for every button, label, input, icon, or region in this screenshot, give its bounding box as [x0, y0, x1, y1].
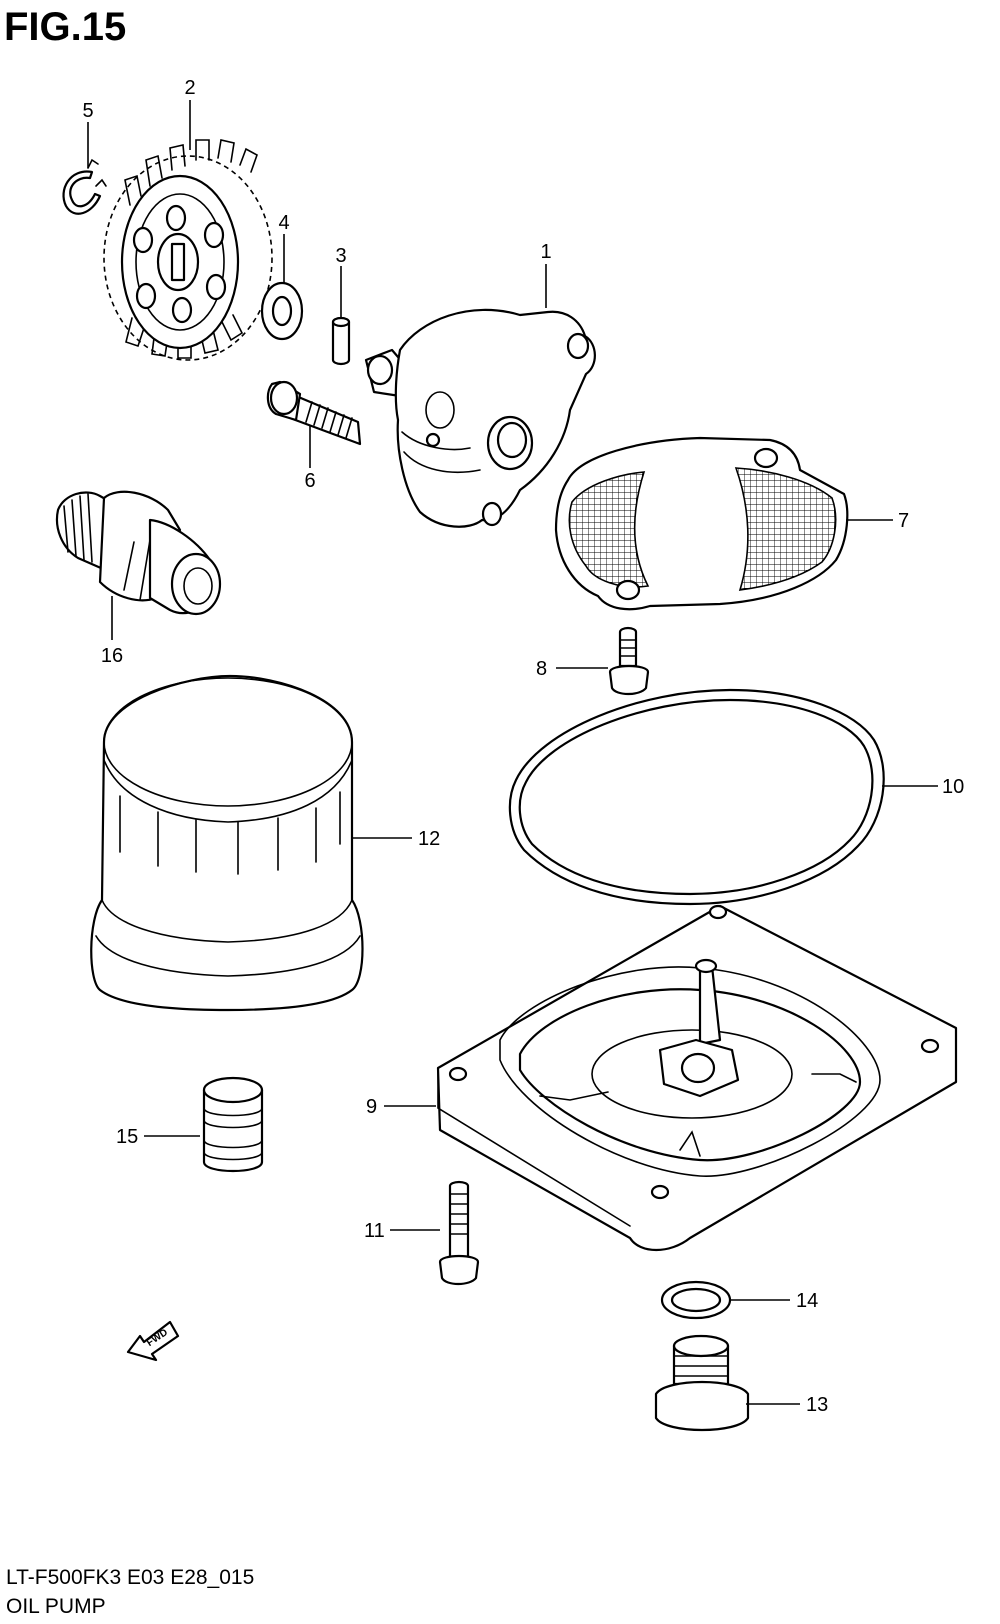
- callout-6: 6: [304, 470, 315, 492]
- part-circlip: [62, 158, 107, 215]
- fwd-arrow: FWD: [126, 1320, 180, 1362]
- callout-16: 16: [101, 645, 123, 667]
- part-drain-plug: [654, 1334, 750, 1432]
- part-bolt-oil-pan: [438, 1180, 480, 1286]
- part-washer: [260, 281, 304, 341]
- model-code: LT-F500FK3 E03 E28_015: [6, 1566, 254, 1589]
- callout-1: 1: [540, 241, 551, 263]
- callout-9: 9: [366, 1096, 377, 1118]
- part-bolt-strainer: [608, 626, 650, 696]
- callout-10: 10: [942, 776, 964, 798]
- callout-12: 12: [418, 828, 440, 850]
- part-oil-pressure-regulator: [55, 490, 222, 616]
- part-oil-pan: [436, 904, 958, 1251]
- callout-4: 4: [278, 212, 289, 234]
- part-drain-plug-gasket: [660, 1280, 732, 1320]
- callout-5: 5: [82, 100, 93, 122]
- callout-14: 14: [796, 1290, 818, 1312]
- part-oil-filter: [90, 674, 364, 1012]
- callout-13: 13: [806, 1394, 828, 1416]
- callout-7: 7: [898, 510, 909, 532]
- part-bolt-pump: [266, 380, 362, 446]
- callout-11: 11: [364, 1220, 385, 1242]
- part-oil-pan-gasket: [508, 688, 885, 906]
- part-oil-jet: [202, 1076, 264, 1173]
- part-oil-pump-assembly: [364, 308, 596, 528]
- figure-title: FIG.15: [4, 5, 126, 49]
- callout-labels: 1 2 3 4 5 6 7 8 9 10 11 12 13 14 15 16: [82, 77, 964, 1416]
- part-dowel-pin: [331, 316, 351, 366]
- callout-8: 8: [536, 658, 547, 680]
- callout-2: 2: [184, 77, 195, 99]
- part-oil-strainer: [554, 436, 849, 611]
- callout-15: 15: [116, 1126, 138, 1148]
- part-oil-pump-drive-gear: [103, 139, 273, 361]
- callout-3: 3: [335, 245, 346, 267]
- assembly-name: OIL PUMP: [6, 1595, 106, 1618]
- leader-lines: [87, 100, 938, 1405]
